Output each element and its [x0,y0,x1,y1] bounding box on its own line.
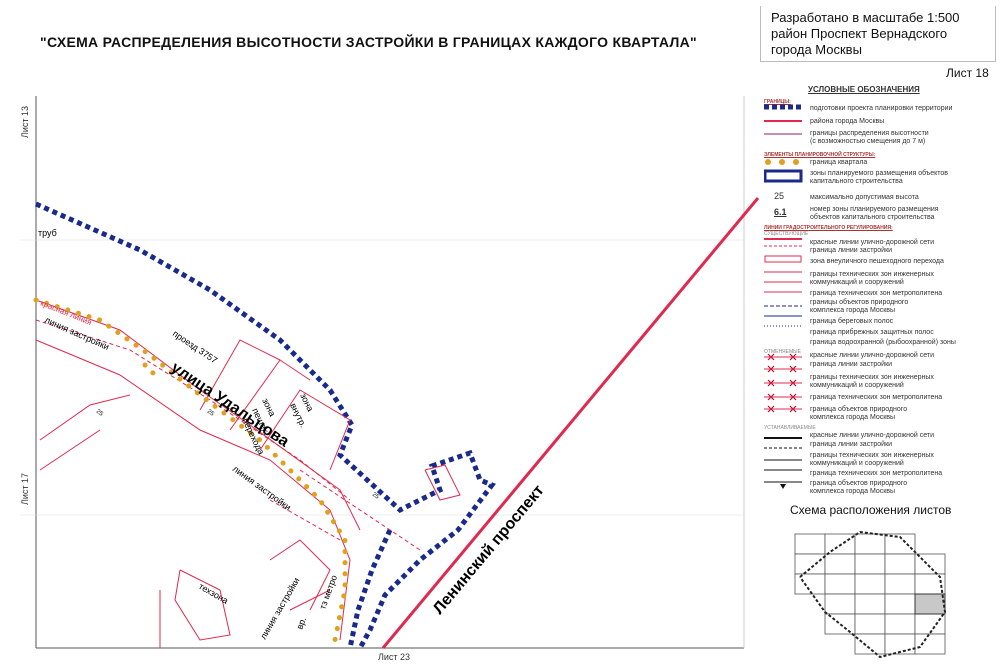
legend-established: УСТАНАВЛИВАЕМЫЕ [764,425,816,431]
street-label-leninsky: Ленинский проспект [430,482,548,618]
legend-established-symbols [764,437,802,489]
height-label-b: 25 [206,409,215,418]
legend-r9: граница водоохранной (рыбоохранной) зоны [810,339,956,346]
scale-line-2: район Проспект Вернадского [771,26,948,41]
legend-e1: граница квартала [810,159,868,166]
scale-line-1: Разработано в масштабе 1:500 [771,10,960,25]
project-border-south [347,528,393,649]
current-sheet-highlight [914,593,946,615]
label-tehzona: техзона [197,581,230,606]
legend-r8: граница прибрежных защитных полос [810,329,934,336]
scale-box: Разработано в масштабе 1:500 район Просп… [760,6,996,62]
legend-c3b: коммуникаций и сооружений [810,382,904,389]
legend-r7: граница береговых полос [810,318,894,325]
legend-b3b: (с возможностью смещения до 7 м) [810,138,926,145]
legend-border-symbols [764,104,802,135]
label-truba: труб [38,228,57,238]
neighbor-sheet-left[interactable]: Лист 17 [20,472,30,505]
legend-r4b: коммуникаций и сооружений [810,279,904,286]
legend-elements-header: ЭЛЕМЕНТЫ ПЛАНИРОВОЧНОЙ СТРУКТУРЫ: [764,152,876,158]
legend-n4: граница технических зон метрополитена [810,470,943,477]
legend-cancelled: ОТМЕНЯЕМЫЕ [764,349,801,355]
legend-e2b: капитального строительства [810,178,903,185]
sheet-layout-scheme[interactable] [790,522,970,662]
neighbor-sheet-bottom[interactable]: Лист 23 [378,652,411,662]
legend-borders-header: ГРАНИЦЫ: [764,99,791,105]
legend-e2: зоны планируемого размещения объектов [810,170,949,177]
height-label-a: 25 [95,409,104,418]
legend-reg-header: ЛИНИИ ГРАДОСТРОИТЕЛЬНОГО РЕГУЛИРОВАНИЯ: [764,225,893,231]
legend-e4: номер зоны планируемого размещения [810,206,939,213]
legend-c5: граница объектов природного [810,406,908,413]
district-border-line [381,197,760,649]
legend-e3-num: 25 [774,191,785,201]
legend-title: УСЛОВНЫЕ ОБОЗНАЧЕНИЯ [808,85,920,94]
legend-r1: красные линии улично-дорожной сети [810,239,935,246]
legend-n5b: комплекса города Москвы [810,488,896,495]
legend-e4b: объектов капитального строительства [810,214,935,221]
scheme-border [799,530,947,659]
legend-e4-num: 6.1 [774,207,787,217]
legend-n1: красные линии улично-дорожной сети [810,432,935,439]
legend-r5: граница технических зон метрополитена [810,290,943,297]
legend-c2: граница линии застройки [810,361,893,368]
legend-n3: границы технических зон инженерных [810,452,934,459]
height-label-c: 25 [371,492,380,501]
legend-b2: района города Москвы [810,118,885,125]
legend-existing: СУЩЕСТВУЮЩИЕ [764,231,809,237]
scale-line-3: города Москвы [771,42,862,57]
legend-c4: граница технических зон метрополитена [810,394,943,401]
block-border [33,297,348,643]
legend-r6: границы объектов природного [810,299,909,306]
sheet-scheme-title: Схема расположения листов [790,503,952,517]
legend-element-symbols [764,159,803,183]
map-canvas[interactable]: улица Удальцова Ленинский проспект проез… [0,0,760,672]
legend-e3: максимально допустимая высота [810,194,919,201]
legend-n2: граница линии застройки [810,441,893,448]
sheet-number: Лист 18 [946,66,989,80]
legend-r4: границы технических зон инженерных [810,271,934,278]
legend-r2: граница линии застройки [810,247,893,254]
legend-b1: подготовки проекта планировки территории [810,105,953,112]
label-tz-metro: тз метро [317,574,339,611]
label-eng: вр. [294,616,308,631]
legend-b3: границы распределения высотности [810,130,929,137]
sheet-grid [794,533,946,655]
legend: УСЛОВНЫЕ ОБОЗНАЧЕНИЯ ГРАНИЦЫ: подготовки… [760,84,996,514]
legend-c1: красные линии улично-дорожной сети [810,352,935,359]
legend-c3: границы технических зон инженерных [810,374,934,381]
legend-r3: зона внеуличного пешеходного перехода [810,258,944,265]
legend-n5: граница объектов природного [810,480,908,487]
label-build-line-3: линия застройки [258,576,301,641]
legend-n3b: коммуникаций и сооружений [810,460,904,467]
legend-existing-symbols [764,238,802,327]
page-title: "СХЕМА РАСПРЕДЕЛЕНИЯ ВЫСОТНОСТИ ЗАСТРОЙК… [40,34,697,50]
legend-r6b: комплекса города Москвы [810,307,896,314]
legend-c5b: комплекса города Москвы [810,414,896,421]
neighbor-sheet-top[interactable]: Лист 13 [20,105,30,138]
legend-cancelled-symbols [764,353,802,413]
